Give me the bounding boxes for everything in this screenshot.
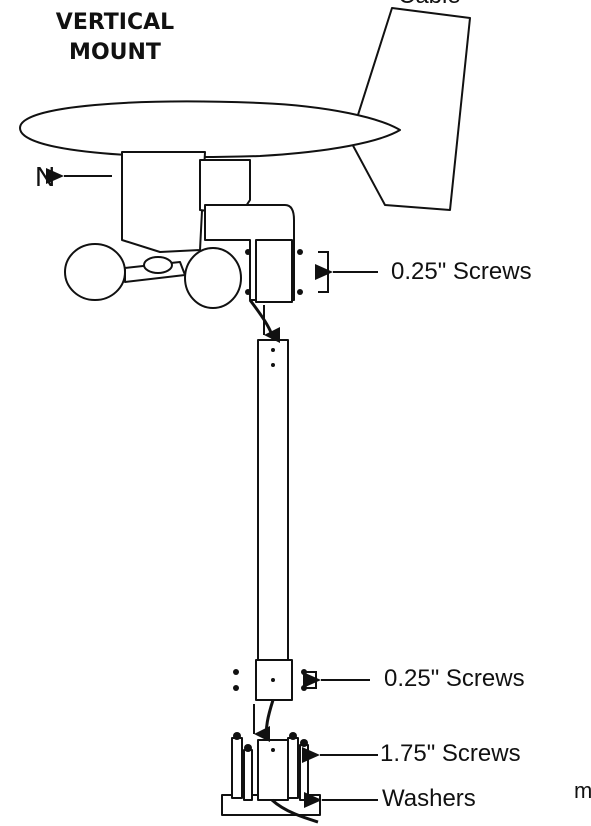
mast-pole — [257, 339, 289, 701]
washers-label: Washers — [382, 785, 476, 812]
north-label: N — [35, 161, 56, 192]
vane-body — [19, 100, 401, 158]
long-screws-label: 1.75" Screws — [380, 740, 521, 767]
cup-right — [184, 247, 242, 309]
cable-label-partial: Cable — [398, 0, 461, 10]
title-line-2: MOUNT — [69, 40, 161, 65]
upper-screws-label: 0.25" Screws — [391, 258, 532, 285]
diagram-title: VERTICAL MOUNT — [30, 8, 200, 68]
partial-left-text: m — [574, 778, 591, 803]
cup-left — [64, 243, 126, 301]
tail-fin — [349, 7, 471, 211]
lower-screws-label: 0.25" Screws — [384, 665, 525, 692]
upper-sleeve — [255, 239, 293, 303]
title-line-1: VERTICAL — [55, 10, 175, 35]
sensor-housing — [121, 151, 206, 253]
